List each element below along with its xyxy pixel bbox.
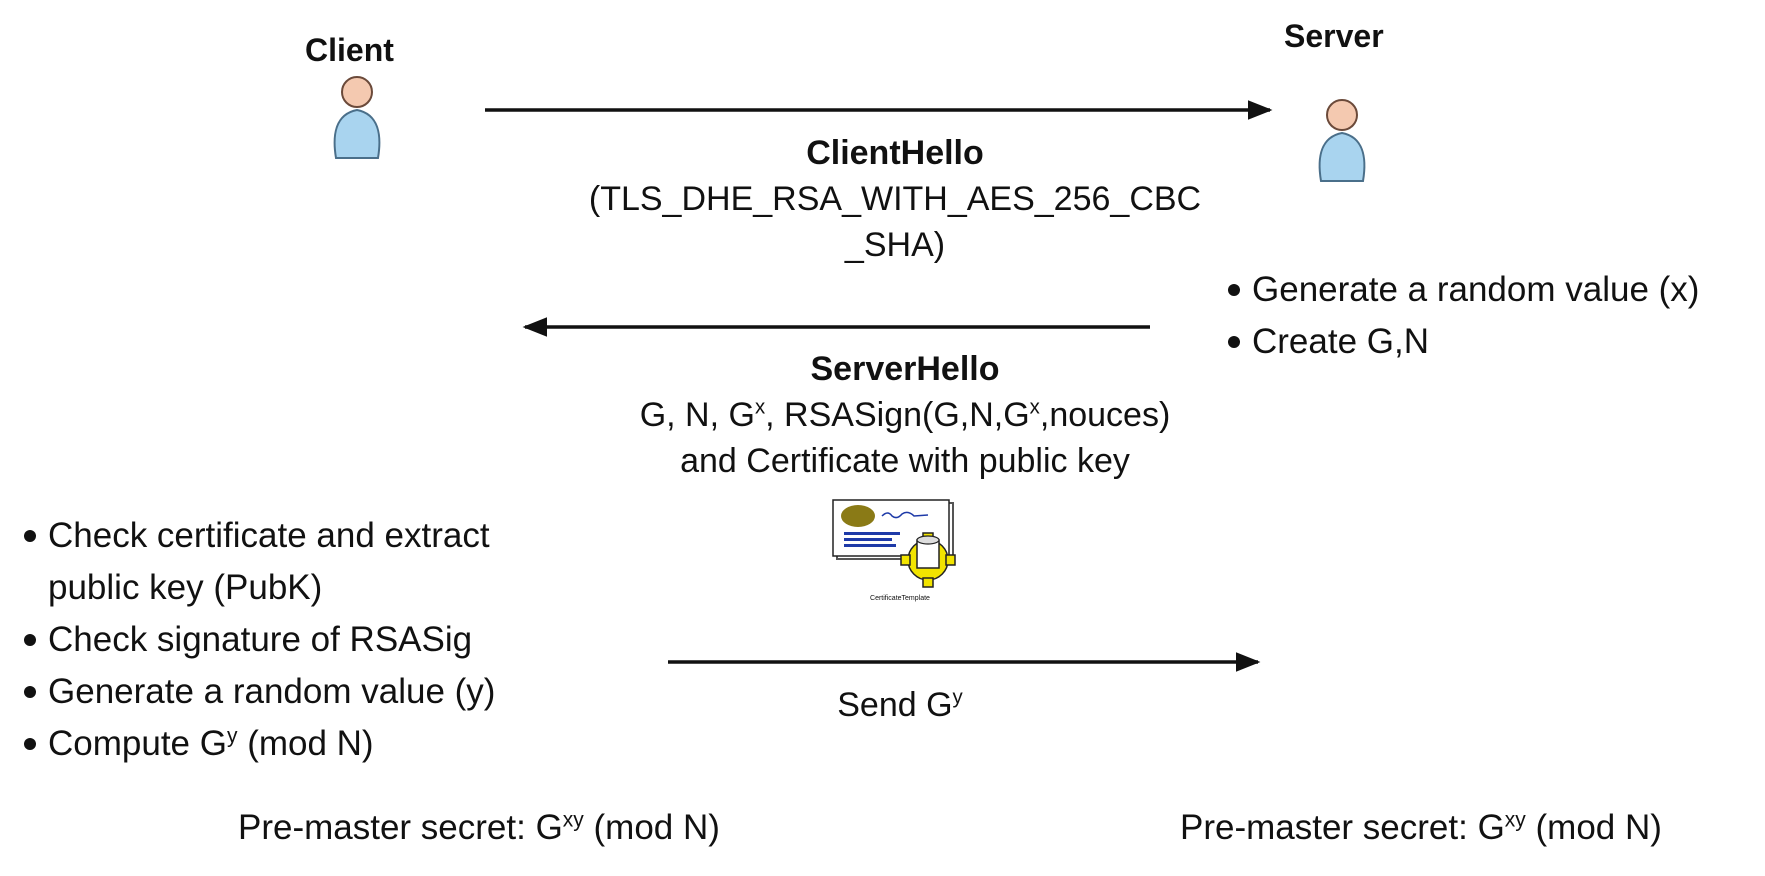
server-hello-title: ServerHello [810, 350, 1000, 388]
server-person-icon [1318, 99, 1366, 182]
server-step: Create G,N [1228, 316, 1765, 368]
server-steps-list: Generate a random value (x) Create G,N [1228, 264, 1765, 368]
server-hello-certificate-line: and Certificate with public key [680, 441, 1130, 480]
client-hello-cipher-line2: _SHA) [844, 225, 946, 264]
client-label: Client [305, 32, 394, 68]
client-hello-cipher-line1: (TLS_DHE_RSA_WITH_AES_256_CBC [588, 179, 1202, 218]
client-step: Compute Gy (mod N) [24, 718, 549, 770]
client-premaster-secret: Pre-master secret: Gxy (mod N) [238, 808, 720, 847]
server-premaster-secret: Pre-master secret: Gxy (mod N) [1180, 808, 1662, 847]
send-gy-label: Send Gy [837, 686, 963, 724]
client-hello-title: ClientHello [806, 134, 984, 172]
server-hello-params: G, N, Gx, RSASign(G,N,Gx,nouces) [639, 395, 1171, 434]
client-step: Generate a random value (y) [24, 666, 549, 718]
server-hello-label: ServerHello G, N, Gx, RSASign(G,N,Gx,nou… [580, 347, 1230, 485]
client-person-icon [333, 76, 381, 159]
client-hello-label: ClientHello (TLS_DHE_RSA_WITH_AES_256_CB… [560, 131, 1230, 269]
certificate-caption: CertificateTemplate [870, 595, 930, 602]
certificate-template-icon: CertificateTemplate [832, 499, 956, 602]
client-step: Check certificate and extract public key… [24, 510, 549, 614]
client-steps-list: Check certificate and extract public key… [24, 510, 549, 770]
server-label: Server [1284, 18, 1384, 54]
client-step: Check signature of RSASig [24, 614, 549, 666]
server-step: Generate a random value (x) [1228, 264, 1765, 316]
